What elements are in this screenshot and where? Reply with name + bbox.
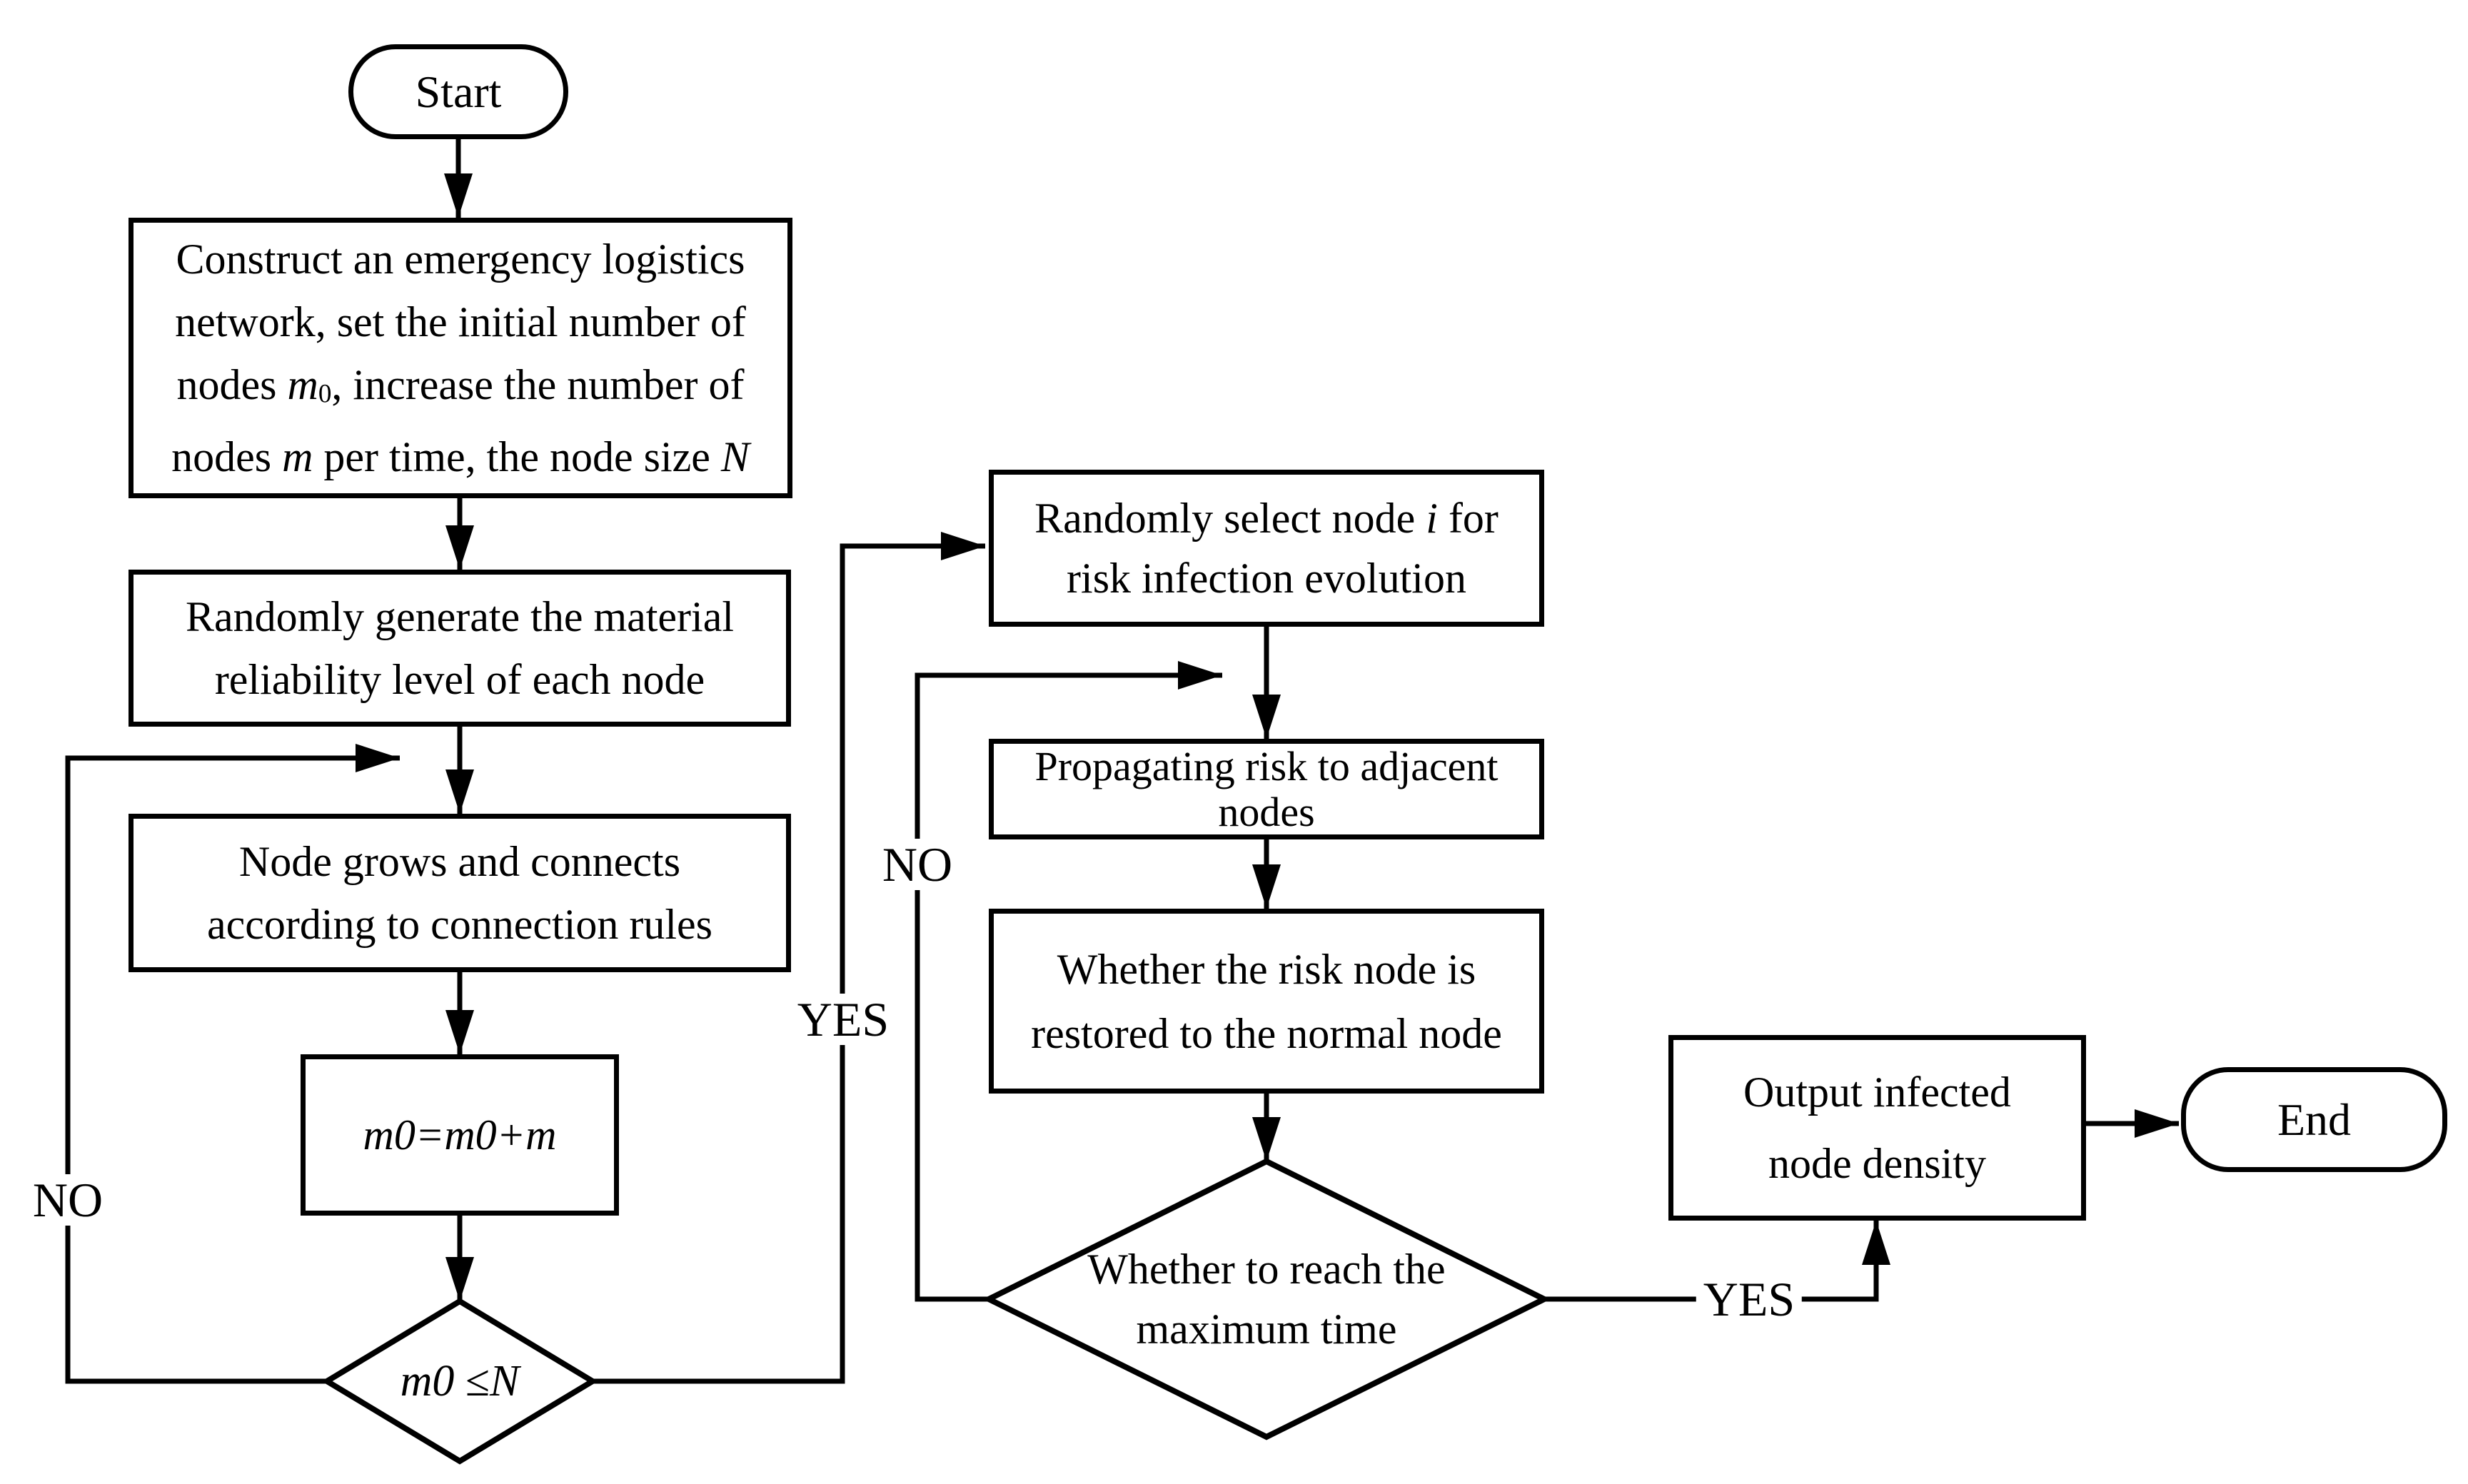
arrowhead-into-end	[2135, 1109, 2179, 1138]
arrowhead-no-loop-mid	[1178, 661, 1222, 690]
arrowhead-into-generate	[445, 525, 474, 570]
arrowhead-into-time-check	[1252, 1117, 1281, 1161]
branch-label-yes-right: YES	[1696, 1273, 1803, 1325]
edge-no-loop-mid	[915, 672, 1222, 1302]
branch-label-yes-left: YES	[790, 994, 897, 1045]
branch-label-no-mid: NO	[875, 839, 960, 890]
branch-label-no-left: NO	[25, 1174, 111, 1226]
end-node: End	[2181, 1067, 2447, 1172]
decision-diamond-size-check	[321, 1298, 598, 1465]
arrowhead-into-construct	[444, 173, 473, 218]
arrowhead-into-increment	[445, 1010, 474, 1054]
decision-size-check-text: m0 ≤N	[400, 1357, 520, 1405]
start-label: Start	[415, 66, 502, 117]
edge-no-loop-left	[65, 755, 400, 1384]
start-node: Start	[348, 44, 568, 139]
arrowhead-into-output	[1862, 1221, 1890, 1265]
edge-yes-to-select	[593, 543, 985, 1384]
arrowhead-into-restore	[1252, 864, 1281, 909]
arrowhead-no-loop-left	[356, 744, 400, 772]
arrowhead-into-size-check	[445, 1257, 474, 1301]
arrowhead-into-propagate	[1252, 695, 1281, 739]
end-label: End	[2277, 1094, 2352, 1145]
decision-diamond-time-check	[982, 1158, 1551, 1440]
process-increment-m0: m0=m0+m	[301, 1054, 619, 1216]
arrowhead-into-select	[941, 532, 985, 560]
arrowhead-into-grow	[445, 769, 474, 814]
